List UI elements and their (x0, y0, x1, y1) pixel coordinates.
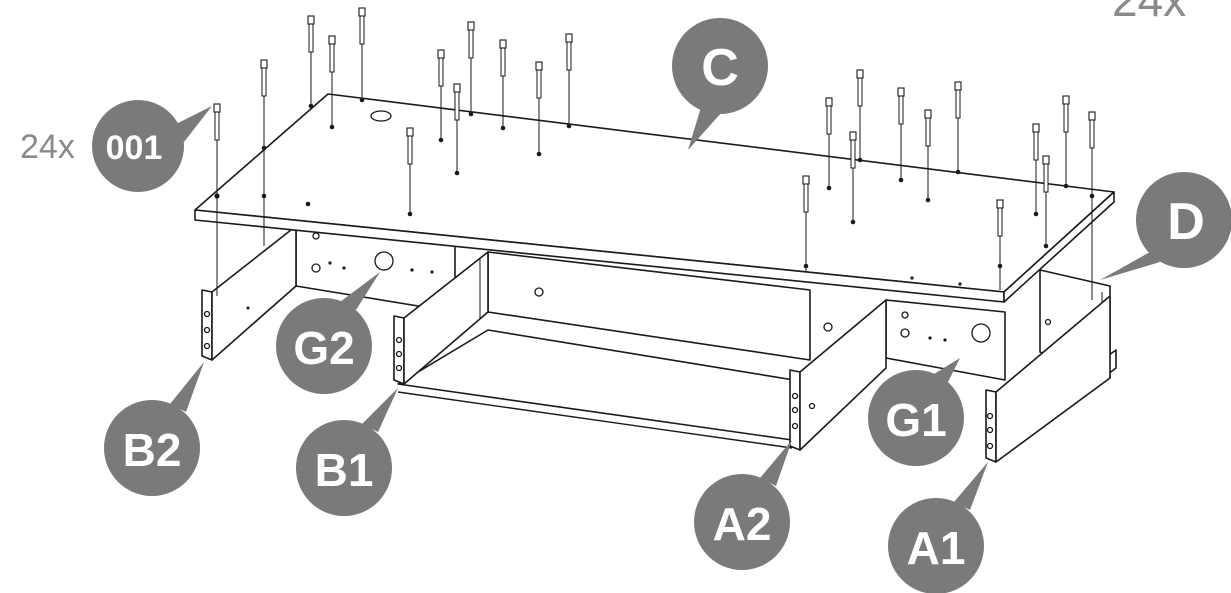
callout-d: D (1100, 172, 1231, 280)
dowel-screw-icon (358, 7, 366, 45)
side-a2-hole (791, 422, 799, 430)
side-a1-hole (986, 442, 994, 450)
panel-g2-dot (410, 268, 414, 272)
svg-text:G2: G2 (293, 322, 354, 374)
dowel-screw-icon (1088, 111, 1096, 149)
dowel-screw-icon (1032, 123, 1040, 161)
side-a2-hole (791, 406, 799, 414)
callout-g1: G1 (868, 358, 964, 466)
top-board-hole (305, 201, 311, 207)
bottom-board-edge (397, 391, 793, 449)
panel-g1-dot (943, 338, 947, 342)
side-a1-hole (986, 412, 994, 420)
side-b1-hole (395, 336, 403, 344)
side-a1-hole (986, 426, 994, 434)
svg-text:D: D (1167, 193, 1205, 251)
dowel-screw-icon (453, 83, 461, 121)
top-board-hole (910, 276, 914, 280)
dowel-screw-icon (825, 97, 833, 135)
dowel-screw-icon (213, 103, 221, 141)
svg-text:C: C (701, 39, 739, 97)
dowel-screw-icon (535, 61, 543, 99)
side-b2-face (211, 225, 297, 361)
dowel-screw-icon (849, 131, 857, 169)
side-a2-hole (808, 402, 816, 410)
dowel-screw-icon (328, 35, 336, 73)
side-b1-face (403, 251, 489, 385)
dowel-screw-icon (924, 109, 932, 147)
side-b2-hole (203, 326, 211, 334)
dowel-screw-icon (467, 21, 475, 59)
hardware-callout-001: 001 (92, 100, 212, 192)
dowel-screw-icon (856, 69, 864, 107)
dowel-screw-icon (1042, 155, 1050, 193)
panel-g1-hole-large (971, 323, 991, 343)
dowel-screw-icon (802, 175, 810, 213)
side-a1 (985, 389, 997, 463)
callout-b2: B2 (104, 362, 204, 496)
side-a2-face (799, 299, 887, 451)
panel-g1-hole (823, 322, 833, 332)
carcass (201, 221, 1117, 463)
panel-g1-hole (900, 328, 910, 338)
panel-g2-hole (312, 232, 320, 240)
header-count-text: 24x (1112, 0, 1186, 26)
callout-c: C (672, 18, 768, 150)
side-a1-hole (1044, 318, 1052, 326)
dowel-screw-icon (897, 87, 905, 125)
callout-g2: G2 (276, 272, 380, 394)
svg-text:A1: A1 (907, 522, 966, 574)
side-b2-dot (246, 306, 250, 310)
side-b1-hole (395, 364, 403, 372)
top-board-side-edge (1003, 191, 1115, 303)
dowel-screw-icon (499, 39, 507, 77)
dowel-screw-icon (437, 49, 445, 87)
callout-b1: B1 (296, 388, 398, 516)
svg-text:A2: A2 (713, 498, 772, 550)
dowel-screw-icon (954, 81, 962, 119)
panel-g1-dot (928, 336, 932, 340)
panel-g2-dot (430, 270, 434, 274)
top-board-c (194, 93, 1115, 303)
top-board-grommet (370, 110, 392, 122)
panel-g2-hole (311, 263, 321, 273)
side-b2 (201, 289, 213, 361)
side-b2-hole (203, 342, 211, 350)
panel-g2-dot (342, 266, 346, 270)
callout-a2: A2 (694, 440, 792, 570)
dowel-screw-icon (260, 59, 268, 97)
side-b1-hole (395, 350, 403, 358)
panel-g1-hole (901, 311, 909, 319)
side-a2-hole (791, 392, 799, 400)
side-b2-hole (203, 310, 211, 318)
panel-g2-hole-large (374, 251, 394, 271)
svg-text:B1: B1 (315, 444, 374, 496)
hardware-quantity-text: 24x (20, 128, 75, 166)
top-board-hole (958, 282, 962, 286)
svg-text:B2: B2 (123, 424, 182, 476)
svg-text:001: 001 (106, 129, 163, 167)
panel-back-middle-hole (534, 287, 544, 297)
dowel-screw-icon (996, 199, 1004, 237)
dowel-screw-icon (1062, 95, 1070, 133)
panel-g2-dot (328, 261, 332, 265)
side-a1-face (995, 295, 1111, 463)
screws (213, 7, 1096, 300)
dowel-screw-icon (406, 127, 414, 165)
dowel-screw-icon (307, 15, 315, 53)
side-b1 (393, 315, 405, 385)
dowel-screw-icon (565, 33, 573, 71)
svg-text:G1: G1 (885, 394, 946, 446)
callout-a1: A1 (888, 462, 988, 593)
